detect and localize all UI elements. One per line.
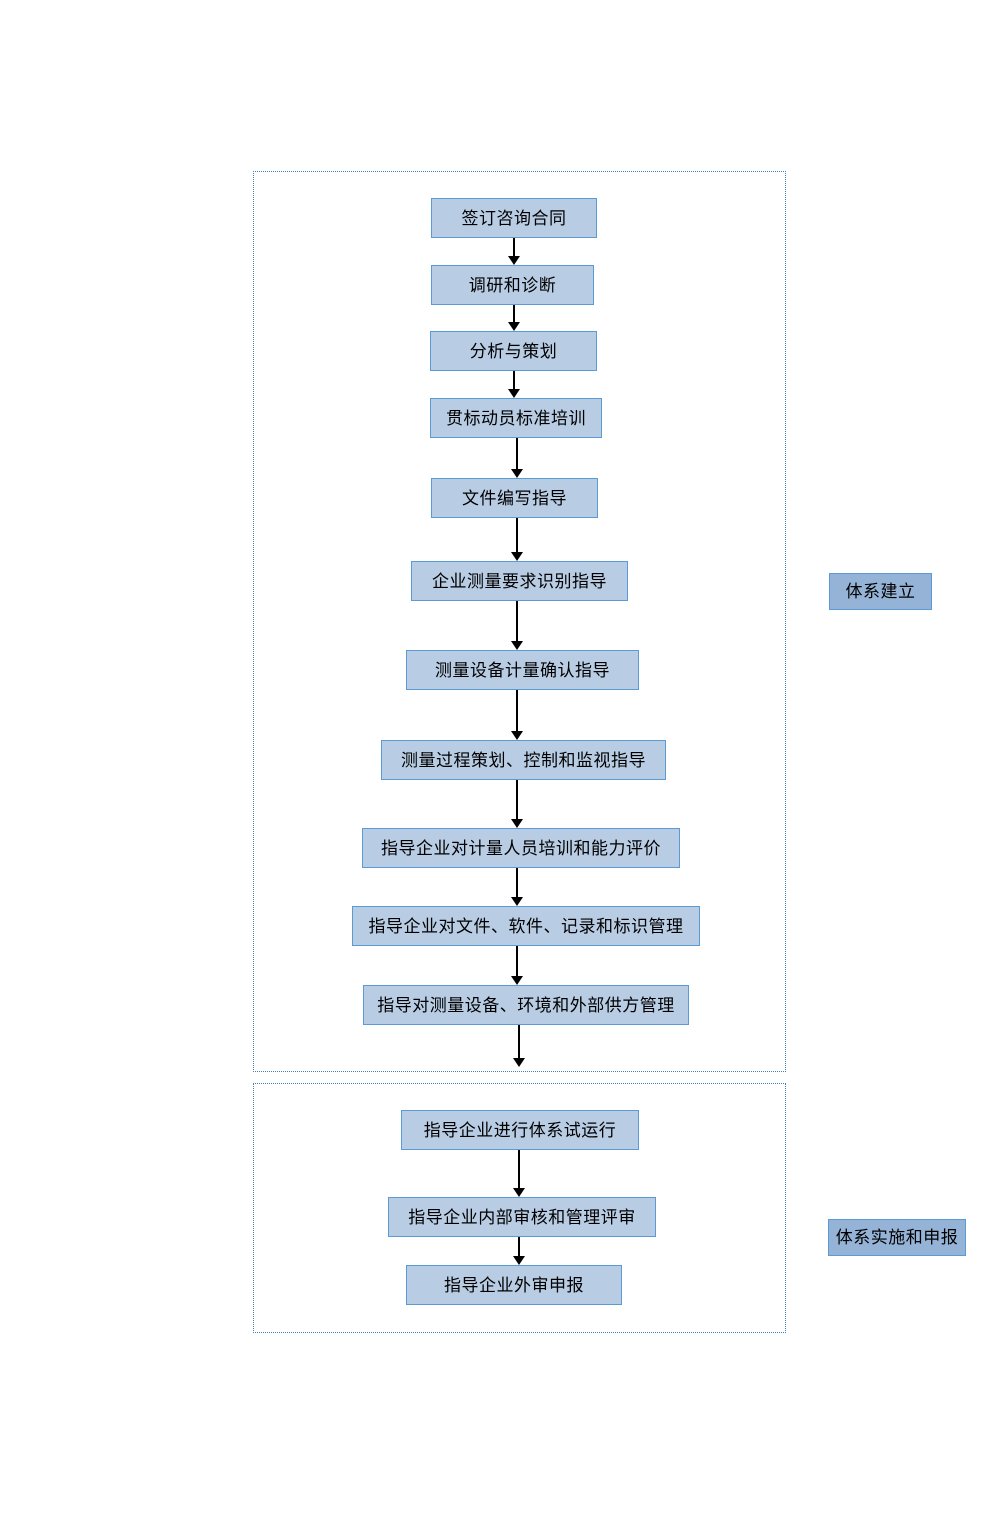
flow-node-external-audit-application[interactable]: 指导企业外审申报 xyxy=(406,1265,622,1305)
flow-node-sign-consulting-contract[interactable]: 签订咨询合同 xyxy=(431,198,597,238)
flow-node-equipment-environment-supplier-management[interactable]: 指导对测量设备、环境和外部供方管理 xyxy=(363,985,689,1025)
phase-container-system-implementation xyxy=(253,1083,786,1333)
flow-node-analysis-and-planning[interactable]: 分析与策划 xyxy=(430,331,597,371)
flow-node-system-trial-operation[interactable]: 指导企业进行体系试运行 xyxy=(401,1110,639,1150)
flow-node-document-software-record-identification[interactable]: 指导企业对文件、软件、记录和标识管理 xyxy=(352,906,700,946)
flow-node-internal-audit-management-review[interactable]: 指导企业内部审核和管理评审 xyxy=(388,1197,656,1237)
legend-chip-system-establishment: 体系建立 xyxy=(829,573,932,610)
flow-node-document-writing-guidance[interactable]: 文件编写指导 xyxy=(431,478,598,518)
flow-node-research-and-diagnosis[interactable]: 调研和诊断 xyxy=(431,265,594,305)
legend-chip-system-implementation: 体系实施和申报 xyxy=(828,1219,966,1256)
phase-container-system-establishment xyxy=(253,171,786,1072)
flow-node-measurement-requirement-identification[interactable]: 企业测量要求识别指导 xyxy=(411,561,628,601)
flow-node-personnel-training-competence[interactable]: 指导企业对计量人员培训和能力评价 xyxy=(362,828,680,868)
flow-node-standard-mobilization-training[interactable]: 贯标动员标准培训 xyxy=(430,398,602,438)
flow-node-measurement-process-control[interactable]: 测量过程策划、控制和监视指导 xyxy=(381,740,666,780)
flow-node-equipment-metrological-confirmation[interactable]: 测量设备计量确认指导 xyxy=(406,650,639,690)
